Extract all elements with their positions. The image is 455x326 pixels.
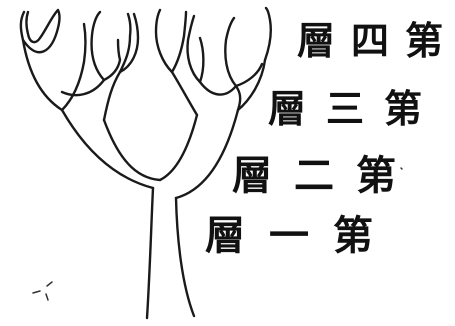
speck-mark-1 [32,290,41,294]
tip-2-inner [118,12,140,74]
tip-1-inner [60,22,87,112]
speck-mark-3 [400,167,403,170]
tip-3 [154,8,205,84]
level-1-label: 層一第 [205,212,397,259]
limb-right-outer [174,108,240,200]
left-sub-outer [21,38,64,112]
right-sub-outer [236,58,267,112]
limb-left-outer [60,108,155,190]
level-2-label: 層二第 [232,152,418,199]
right-sub-inner [170,70,199,117]
limb-crotch [102,113,199,182]
tip-4-inner [234,84,242,112]
trunk-right-line [174,196,196,318]
tip-4 [224,6,272,88]
right-sub-crotch [198,80,238,96]
tip-1 [19,8,61,54]
left-sub-crotch [60,78,106,97]
tip-3-inner [170,10,188,74]
speck-mark-2 [45,281,53,301]
trunk-left-line [145,186,155,320]
left-sub-inner [102,70,122,122]
level-3-label: 層三第 [268,86,443,131]
tip-2 [90,10,132,82]
level-4-label: 層四第 [297,18,455,63]
